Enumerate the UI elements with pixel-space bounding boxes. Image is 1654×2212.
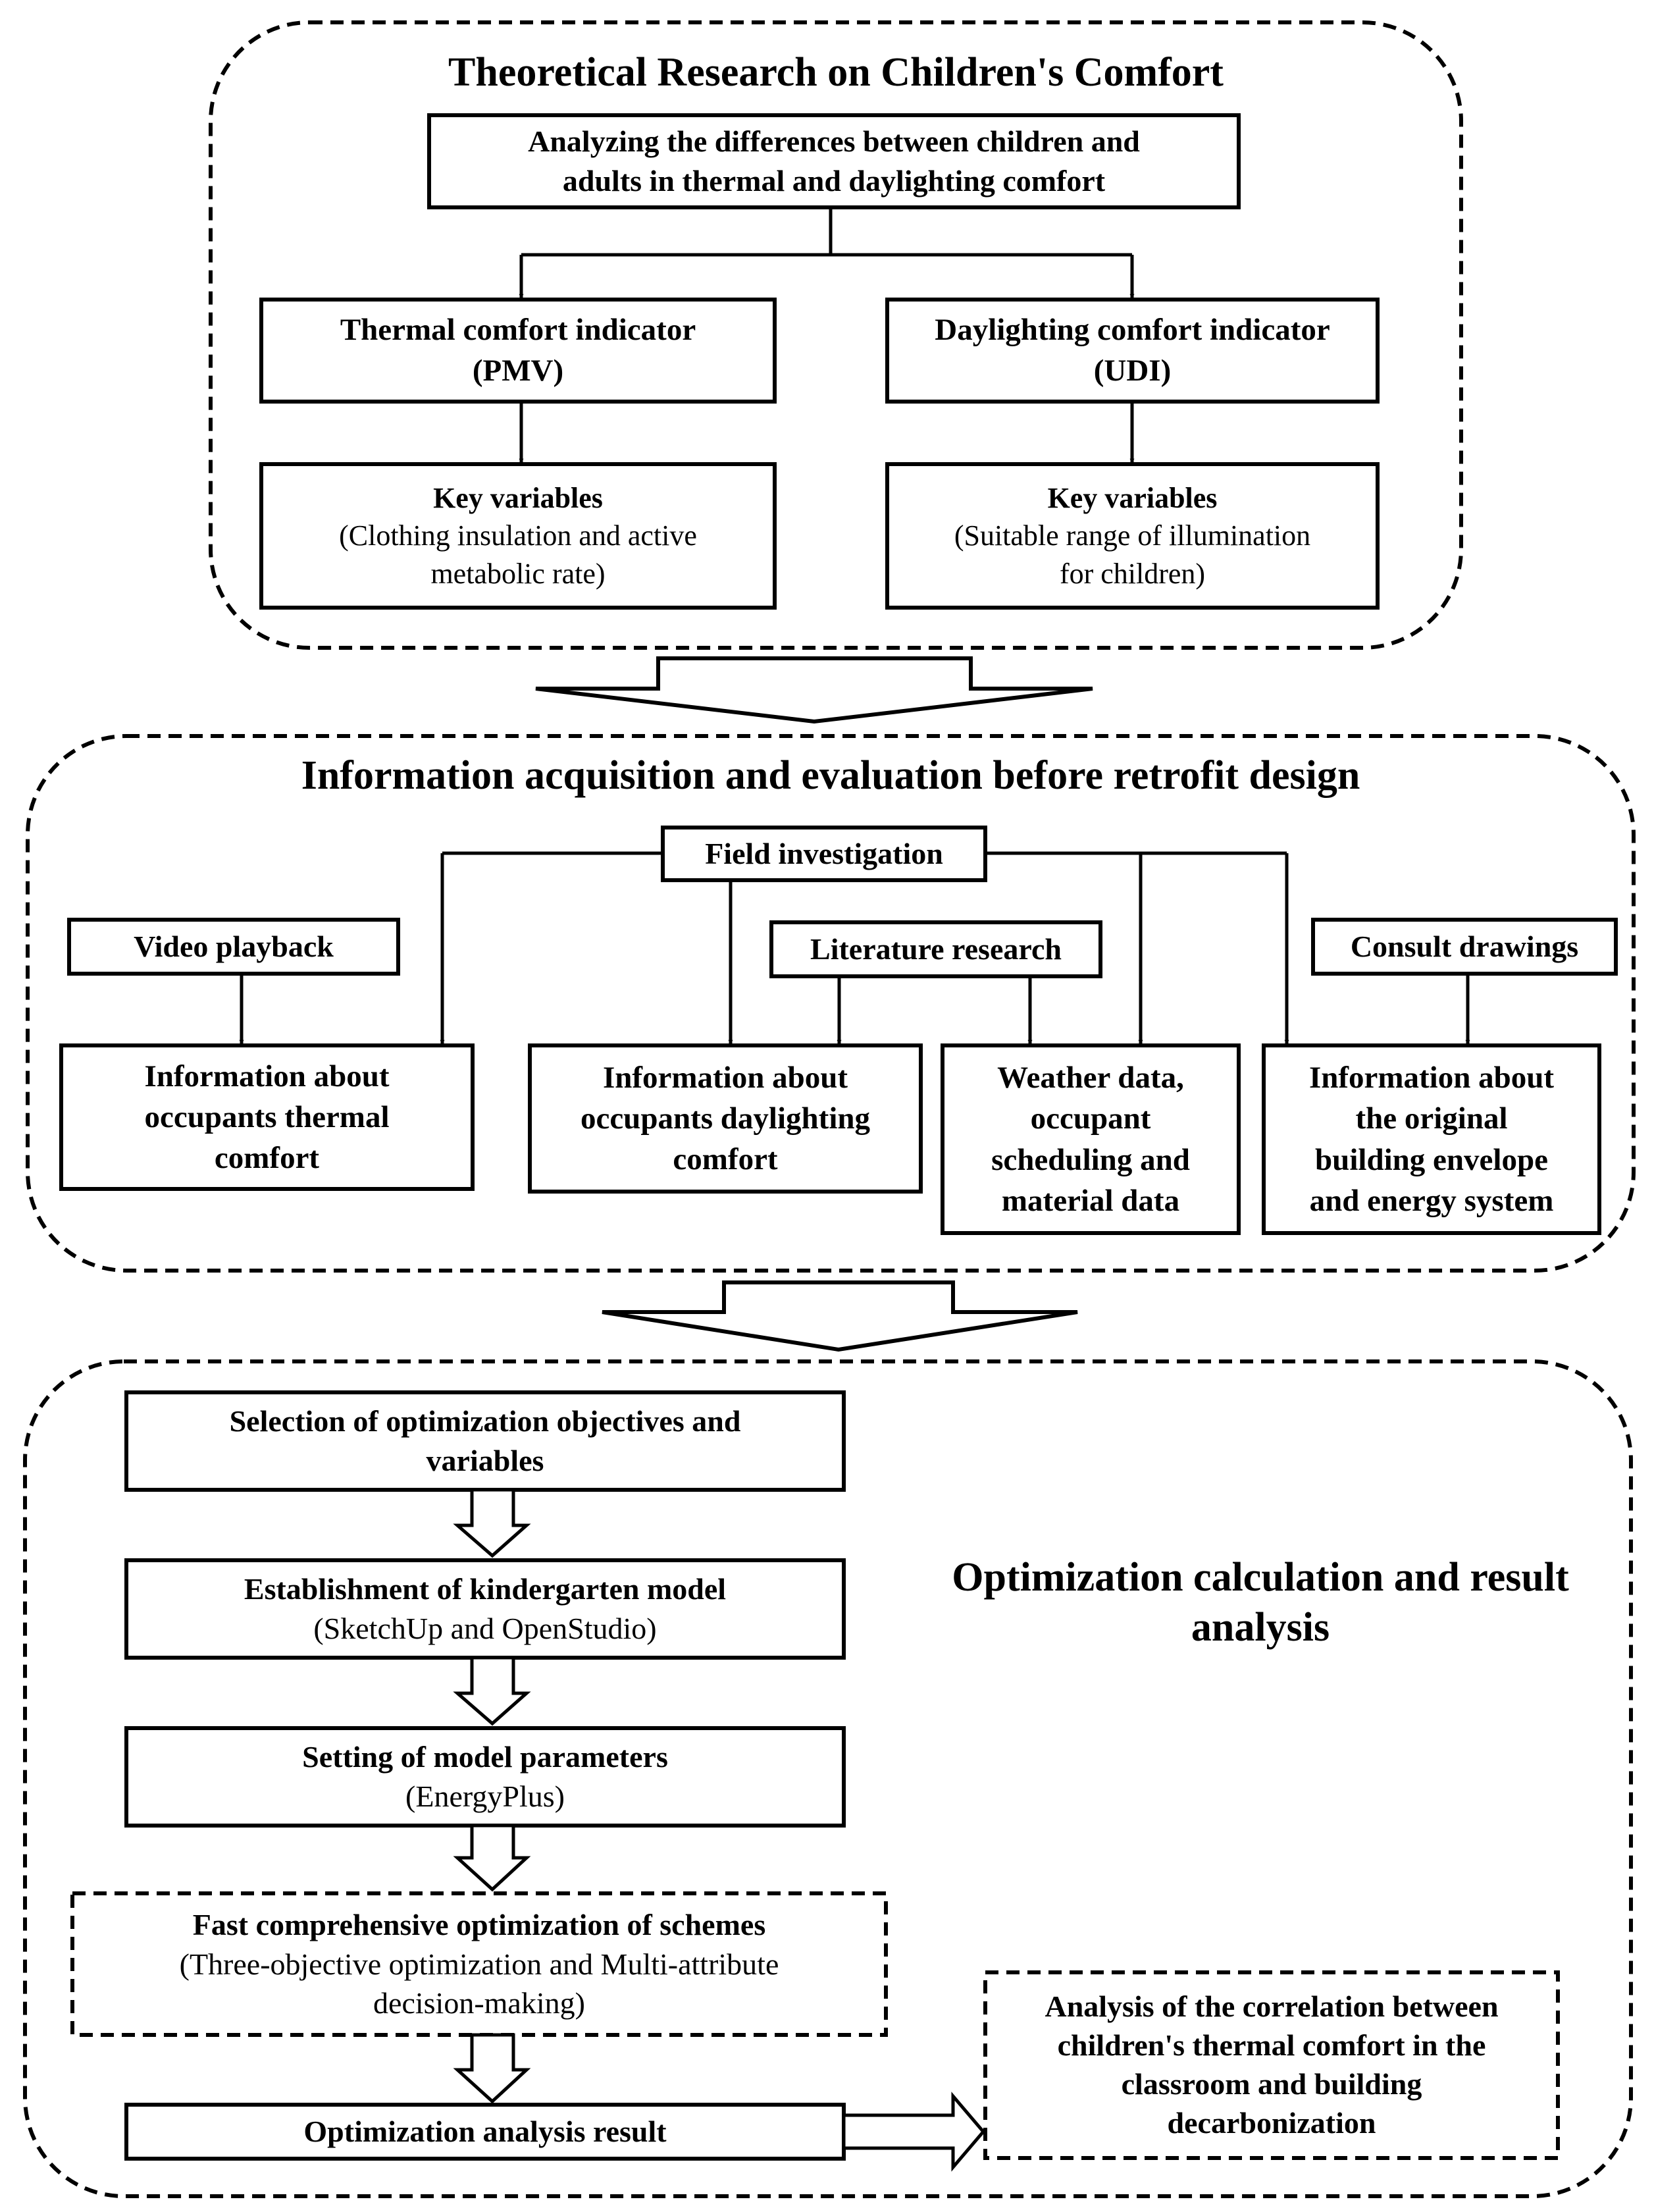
fast-optimization-label: Fast comprehensive optimization of schem…: [179, 1907, 779, 2020]
literature-research-label: Literature research: [810, 932, 1062, 966]
analyzing-box: [427, 113, 1241, 209]
consult-drawings-box: [1311, 918, 1618, 976]
video-playback-box: [67, 918, 400, 976]
thermal-info-box: [59, 1043, 475, 1191]
daylight-indicator-label: Daylighting comfort indicator (UDI): [935, 313, 1330, 388]
info-section-frame: [26, 734, 1636, 1273]
field-investigation-label: Field investigation: [705, 837, 943, 871]
optimization-section-title: Optimization calculation and result anal…: [952, 1555, 1569, 1650]
fast-optimization-box: [70, 1891, 888, 2037]
result-box: [124, 2103, 846, 2161]
theory-section-frame: [209, 20, 1463, 650]
info-connectors: [239, 851, 1470, 1045]
daylight-info-box: [528, 1043, 923, 1194]
daylight-key-label: Key variables (Suitable range of illumin…: [954, 482, 1311, 590]
correlation-label: Analysis of the correlation between chil…: [1045, 1989, 1499, 2140]
model-box: [124, 1558, 846, 1660]
big-down-arrow-1: [535, 656, 1093, 724]
thermal-key-box: [259, 462, 777, 610]
video-playback-label: Video playback: [134, 930, 334, 964]
parameters-label: Setting of model parameters (EnergyPlus): [302, 1740, 668, 1813]
consult-drawings-label: Consult drawings: [1350, 930, 1579, 964]
daylight-indicator-box: [885, 298, 1380, 404]
daylight-key-box: [885, 462, 1380, 610]
info-section-title: Information acquisition and evaluation b…: [301, 752, 1360, 798]
thermal-key-label: Key variables (Clothing insulation and a…: [339, 482, 697, 590]
daylight-info-label: Information about occupants daylighting …: [580, 1060, 871, 1177]
thermal-indicator-label: Thermal comfort indicator (PMV): [340, 313, 696, 388]
thermal-info-label: Information about occupants thermal comf…: [144, 1059, 390, 1176]
model-label: Establishment of kindergarten model (Ske…: [244, 1572, 727, 1645]
result-label: Optimization analysis result: [303, 2115, 667, 2149]
optimization-hollow-arrows: [453, 1488, 986, 2172]
envelope-label: Information about the original building …: [1308, 1061, 1555, 1218]
big-down-arrow-2: [602, 1280, 1078, 1352]
envelope-box: [1262, 1043, 1601, 1235]
selection-label: Selection of optimization objectives and…: [229, 1404, 741, 1477]
correlation-box: [983, 1970, 1560, 2160]
literature-research-box: [769, 920, 1102, 978]
weather-label: Weather data, occupant scheduling and ma…: [991, 1061, 1190, 1218]
analyzing-label: Analyzing the differences between childr…: [528, 124, 1140, 198]
optimization-section-frame: [23, 1359, 1633, 2198]
thermal-indicator-box: [259, 298, 777, 404]
parameters-box: [124, 1726, 846, 1828]
theory-connectors: [519, 207, 1135, 463]
theory-section-title: Theoretical Research on Children's Comfo…: [448, 49, 1224, 95]
weather-box: [941, 1043, 1241, 1235]
